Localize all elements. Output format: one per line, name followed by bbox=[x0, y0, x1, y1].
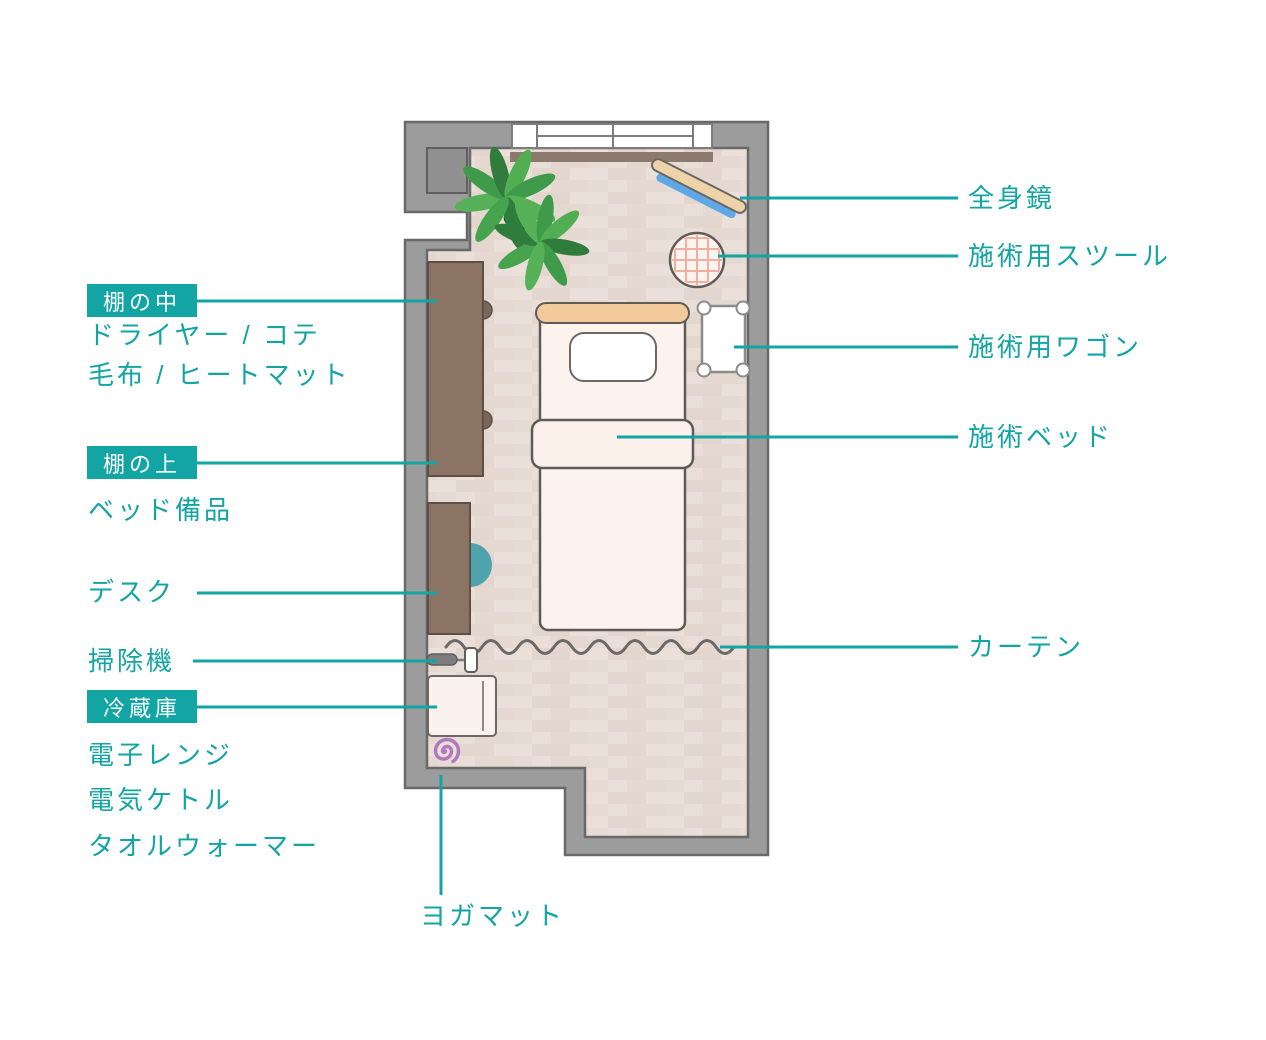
shelf-shape bbox=[427, 261, 493, 477]
bed-blanket bbox=[530, 418, 695, 470]
label-shelf-inside-item-2: 毛布 / ヒートマット bbox=[88, 360, 351, 390]
curtain-wave bbox=[444, 639, 736, 655]
label-stool: 施術用スツール bbox=[968, 241, 1172, 271]
label-vacuum: 掃除機 bbox=[88, 646, 176, 676]
yoga-mat-spiral bbox=[433, 737, 461, 764]
label-yoga-mat: ヨガマット bbox=[420, 901, 566, 931]
curtain-rail bbox=[510, 152, 713, 162]
label-shelf-top-badge: 棚の上 bbox=[87, 446, 197, 479]
label-towel-warmer: タオルウォーマー bbox=[88, 831, 321, 861]
bed-headboard bbox=[535, 302, 690, 324]
chair-shape bbox=[470, 543, 492, 587]
label-bed: 施術ベッド bbox=[968, 422, 1114, 452]
label-kettle: 電気ケトル bbox=[88, 785, 234, 815]
bed-shape bbox=[530, 302, 695, 632]
label-shelf-inside-badge: 棚の中 bbox=[87, 284, 197, 317]
label-microwave: 電子レンジ bbox=[88, 740, 234, 770]
wagon-shape bbox=[696, 300, 751, 378]
label-shelf-inside-item-1: ドライヤー / コテ bbox=[88, 320, 321, 350]
label-curtain: カーテン bbox=[968, 632, 1085, 662]
stool-shape bbox=[668, 231, 726, 289]
label-mirror: 全身鏡 bbox=[968, 183, 1056, 213]
plant bbox=[454, 146, 590, 291]
label-shelf-top-item: ベッド備品 bbox=[88, 495, 234, 525]
label-wagon: 施術用ワゴン bbox=[968, 332, 1143, 362]
pillar-box bbox=[426, 147, 468, 194]
fridge-shape bbox=[427, 675, 497, 737]
label-desk: デスク bbox=[88, 577, 176, 607]
mirror-shape bbox=[651, 158, 747, 219]
window bbox=[511, 123, 713, 149]
desk-shape bbox=[427, 502, 492, 635]
bed-pillow bbox=[569, 332, 657, 382]
label-fridge-badge: 冷蔵庫 bbox=[87, 690, 197, 723]
